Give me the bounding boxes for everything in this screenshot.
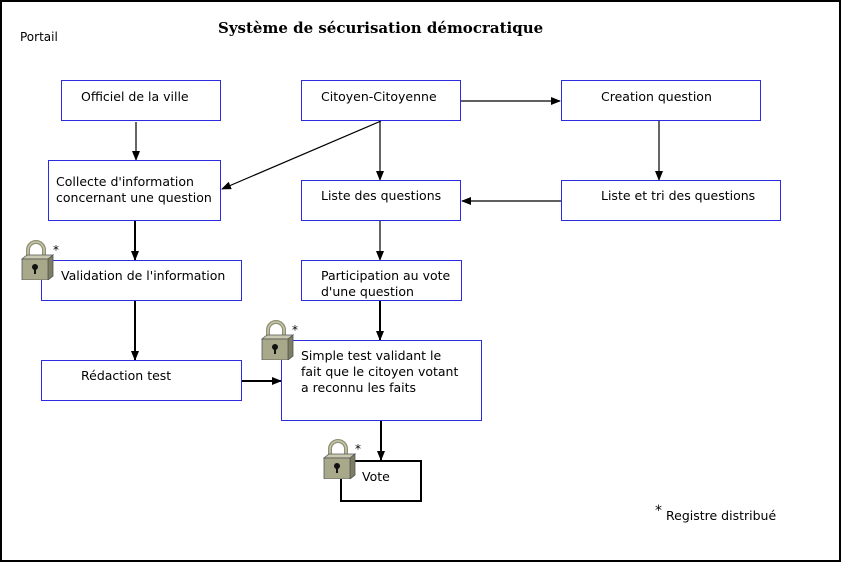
node-collecte-label: Collecte d'information concernant une qu… bbox=[56, 174, 212, 205]
node-creation: Creation question bbox=[561, 80, 761, 121]
node-officiel-label: Officiel de la ville bbox=[81, 89, 189, 104]
arrow-citoyen-to-collecte bbox=[221, 120, 382, 190]
lock-marker: * bbox=[53, 243, 59, 257]
node-simple-test-label: Simple test validant le fait que le cito… bbox=[301, 348, 459, 395]
node-liste: Liste des questions bbox=[301, 180, 461, 221]
padlock-icon bbox=[20, 240, 55, 280]
node-participation: Participation au vote d'une question bbox=[301, 260, 462, 301]
node-citoyen: Citoyen-Citoyenne bbox=[301, 80, 461, 121]
node-redaction: Rédaction test bbox=[41, 360, 242, 401]
node-liste-tri: Liste et tri des questions bbox=[561, 180, 781, 221]
portal-label: Portail bbox=[20, 30, 58, 44]
lock-marker: * bbox=[292, 323, 298, 337]
node-creation-label: Creation question bbox=[601, 89, 712, 104]
padlock-icon bbox=[322, 439, 357, 479]
node-simple-test: Simple test validant le fait que le cito… bbox=[281, 340, 482, 421]
diagram-title: Système de sécurisation démocratique bbox=[218, 19, 544, 37]
footnote-star: * bbox=[655, 503, 662, 519]
footnote-text: Registre distribué bbox=[666, 508, 777, 523]
node-participation-label: Participation au vote d'une question bbox=[321, 268, 451, 299]
lock-marker: * bbox=[355, 442, 361, 456]
node-validation-label: Validation de l'information bbox=[61, 268, 226, 283]
node-liste-tri-label: Liste et tri des questions bbox=[601, 188, 756, 203]
node-officiel: Officiel de la ville bbox=[61, 80, 221, 121]
node-redaction-label: Rédaction test bbox=[81, 368, 172, 383]
node-vote-label: Vote bbox=[362, 469, 390, 484]
node-collecte: Collecte d'information concernant une qu… bbox=[48, 160, 221, 221]
padlock-icon bbox=[260, 320, 295, 360]
node-citoyen-label: Citoyen-Citoyenne bbox=[321, 89, 437, 104]
node-liste-label: Liste des questions bbox=[321, 188, 442, 203]
node-validation: Validation de l'information bbox=[41, 260, 242, 301]
